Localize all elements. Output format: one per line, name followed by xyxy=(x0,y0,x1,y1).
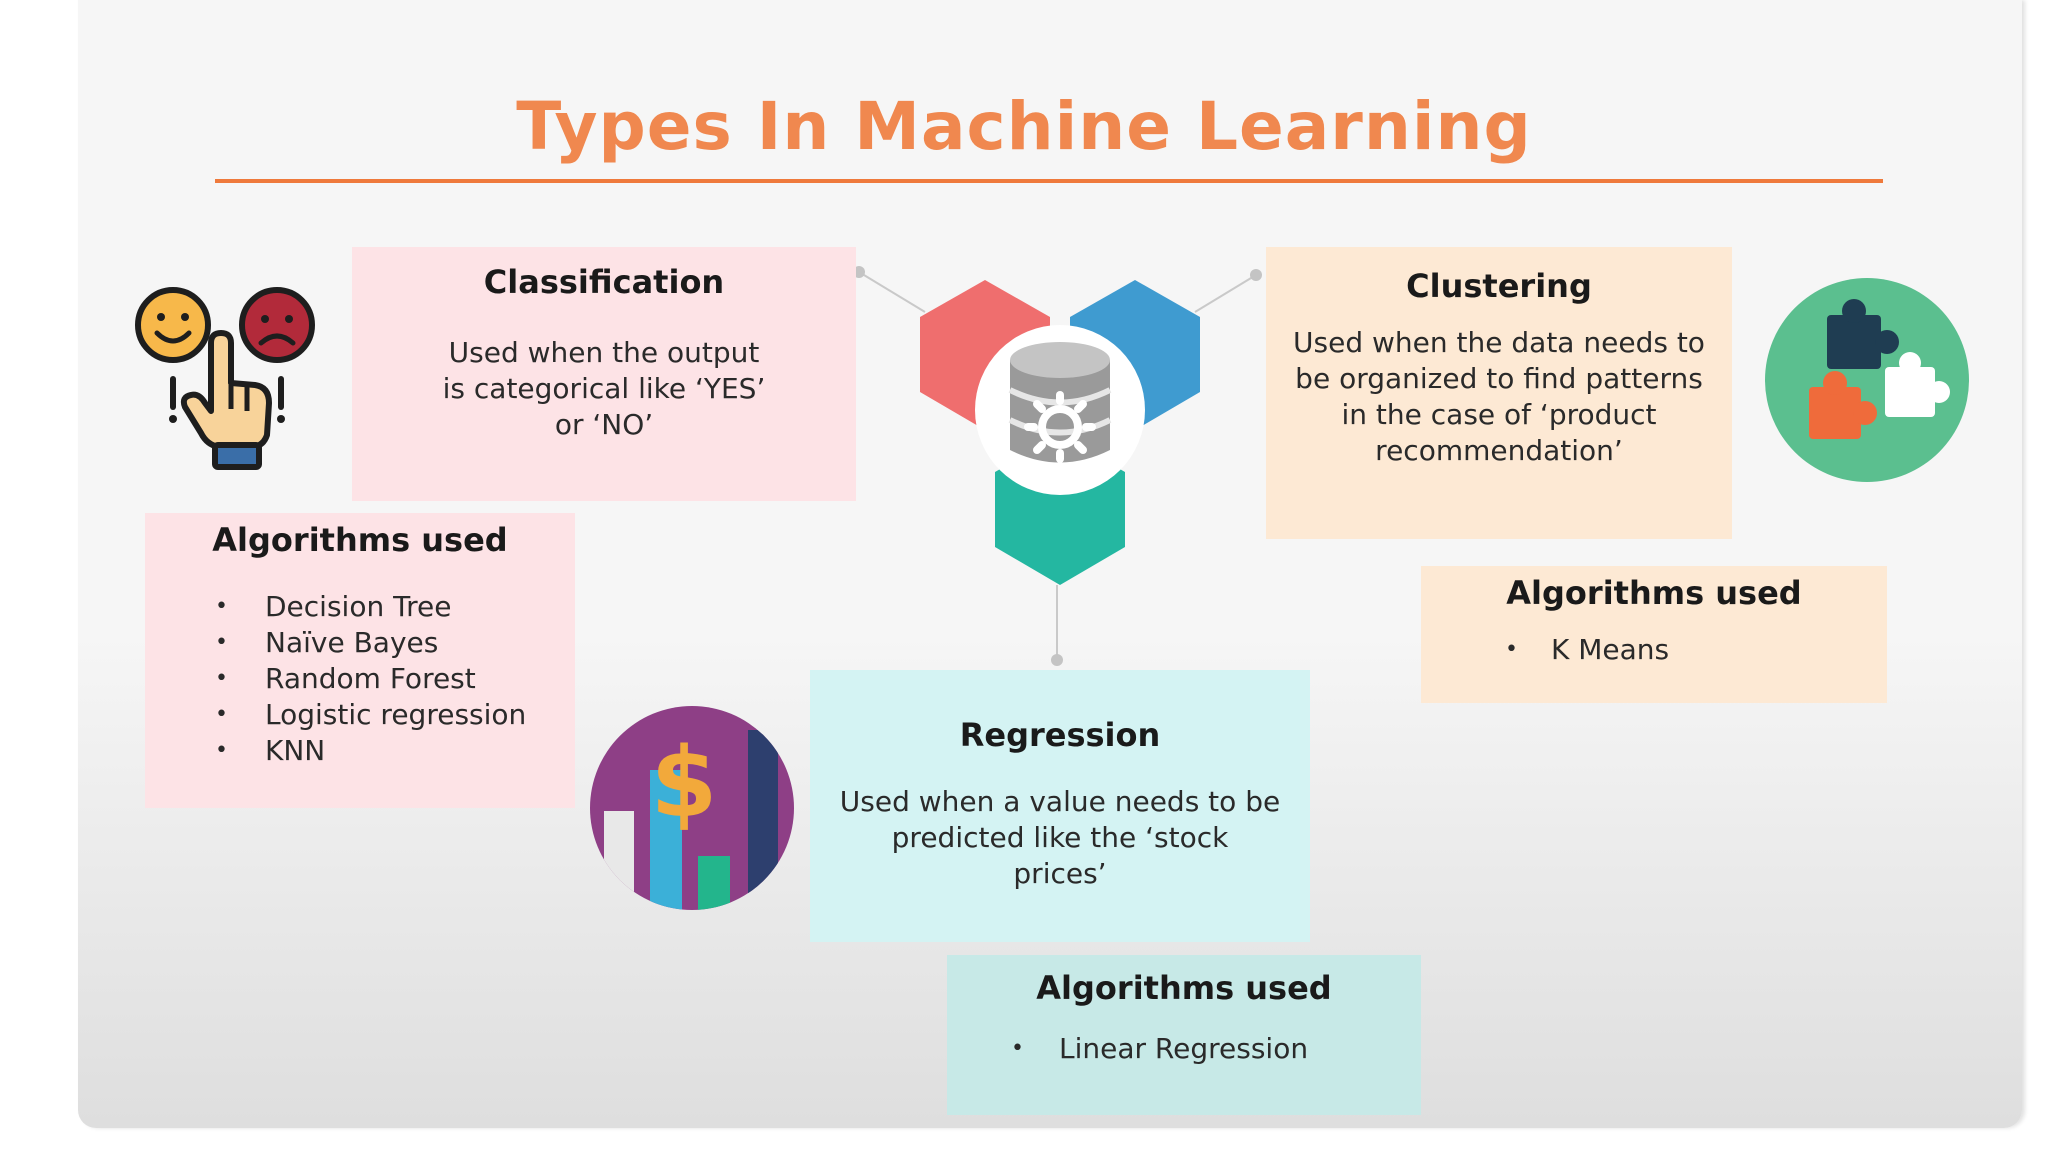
title-underline xyxy=(215,179,1883,183)
classification-heading: Classification xyxy=(483,263,725,301)
pointing-hand-icon xyxy=(169,330,285,470)
clustering-heading: Clustering xyxy=(1406,267,1592,305)
list-item: •Logistic regression xyxy=(215,698,527,731)
bar-white xyxy=(604,811,634,910)
clustering-algorithms-heading: Algorithms used xyxy=(1506,574,1802,612)
bullet: • xyxy=(215,666,228,691)
happy-face-icon xyxy=(135,287,211,363)
bar-cyan xyxy=(650,770,682,910)
clustering-description-line: Used when the data needs to xyxy=(1293,326,1705,359)
list-item: •Linear Regression xyxy=(1011,1032,1309,1065)
slide-title: Types In Machine Learning xyxy=(516,88,1532,165)
clustering-card: Clustering Used when the data needs to b… xyxy=(1266,247,1732,539)
regression-algorithm-list: •Linear Regression xyxy=(947,1031,1421,1067)
classification-algorithms-card: Algorithms used •Decision Tree •Naïve Ba… xyxy=(145,513,575,808)
connector-dot-regression xyxy=(1051,654,1063,666)
list-item: •Random Forest xyxy=(215,662,476,695)
clustering-algorithms-card: Algorithms used •K Means xyxy=(1421,566,1887,703)
gear-icon xyxy=(1024,391,1096,463)
bullet: • xyxy=(215,594,228,619)
classification-algorithm-list: •Decision Tree •Naïve Bayes •Random Fore… xyxy=(145,589,575,769)
regression-heading: Regression xyxy=(959,716,1161,754)
bullet: • xyxy=(1505,637,1518,662)
regression-card: Regression Used when a value needs to be… xyxy=(810,670,1310,942)
connector-clustering xyxy=(1194,274,1257,313)
regression-algorithms-card: Algorithms used •Linear Regression xyxy=(947,955,1421,1115)
regression-description-line: prices’ xyxy=(1013,857,1107,890)
list-item: •KNN xyxy=(215,734,326,767)
classification-description-line: or ‘NO’ xyxy=(554,408,654,441)
bar-navy xyxy=(748,730,778,910)
bullet: • xyxy=(1011,1036,1024,1061)
clustering-description-line: recommendation’ xyxy=(1375,434,1623,467)
bullet: • xyxy=(215,630,228,655)
dollar-sign-icon: $ xyxy=(651,727,718,839)
connector-classification xyxy=(858,271,926,313)
bullet: • xyxy=(215,702,228,727)
puzzle-piece-white xyxy=(1885,352,1950,417)
clustering-description-line: in the case of ‘product xyxy=(1341,398,1657,431)
classification-algorithms-heading: Algorithms used xyxy=(212,521,508,559)
puzzle-piece-dark xyxy=(1827,299,1899,369)
bullet: • xyxy=(215,738,228,763)
regression-description-line: Used when a value needs to be xyxy=(839,785,1281,818)
database-gear-icon xyxy=(920,280,1200,585)
sad-face-icon xyxy=(239,287,315,363)
list-item: •Decision Tree xyxy=(215,590,452,623)
puzzle-pieces-icon xyxy=(1765,278,1969,482)
connector-dot-clustering xyxy=(1250,269,1262,281)
connector-dot-classification xyxy=(853,266,865,278)
dollar-bar-chart-icon: $ xyxy=(590,706,794,910)
classification-card: Classification Used when the output is c… xyxy=(352,247,856,501)
classification-description-line: is categorical like ‘YES’ xyxy=(442,372,766,405)
clustering-algorithm-list: •K Means xyxy=(1421,632,1887,668)
list-item: •K Means xyxy=(1505,633,1670,666)
list-item: •Naïve Bayes xyxy=(215,626,439,659)
puzzle-piece-orange xyxy=(1809,371,1877,439)
bar-group xyxy=(604,730,778,910)
bar-green xyxy=(698,856,730,910)
clustering-description-line: be organized to find patterns xyxy=(1295,362,1703,395)
emoji-thumb-choice-icon xyxy=(135,287,315,470)
regression-algorithms-heading: Algorithms used xyxy=(1036,969,1332,1007)
regression-description-line: predicted like the ‘stock xyxy=(891,821,1229,854)
classification-description-line: Used when the output xyxy=(448,336,760,369)
